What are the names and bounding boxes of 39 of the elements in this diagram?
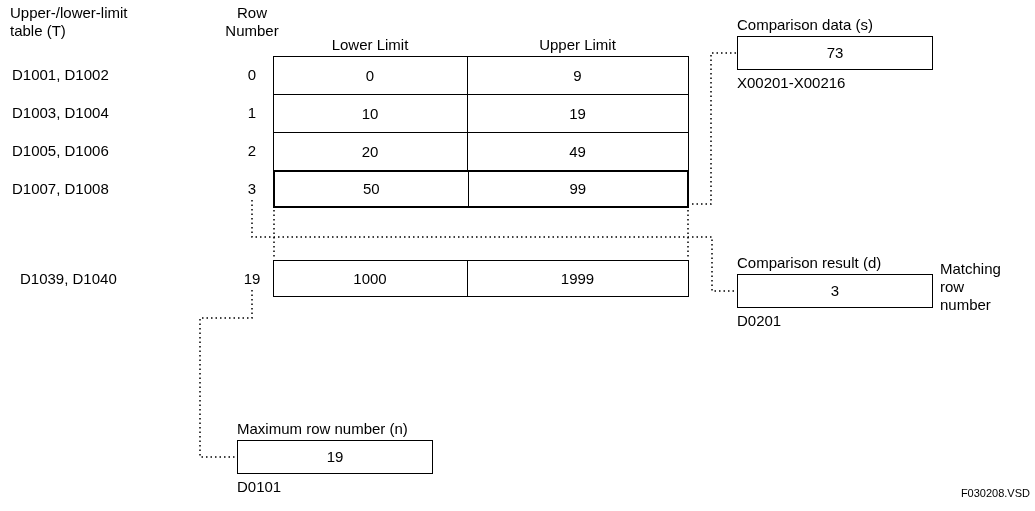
register-address: X00201-X00216 [737,74,846,92]
value-box: 19 [237,440,433,474]
register-address: D1007, D1008 [12,180,110,198]
table-value: 1 [246,104,258,122]
row-number: 3 [237,180,267,198]
table-value: 2 [246,142,258,160]
table-value: 20 [360,143,380,161]
row-number: 19 [237,270,267,288]
table-value: 0 [364,67,376,85]
column-heading: Upper Limit [538,36,617,54]
value-box: 73 [737,36,933,70]
register-address: D1005, D1006 [12,142,110,160]
table-value: 50 [275,172,469,206]
table-value: 10 [360,105,380,123]
box-note: Matching row number [940,260,1002,314]
table-value: 1999 [559,270,596,288]
register-address: D1003, D1004 [12,104,110,122]
box-heading: Maximum row number (n) [237,420,408,438]
table-value: 1000 [352,270,388,288]
column-heading: Row Number [224,4,280,40]
highlighted-row [273,170,689,208]
register-address: D0101 [237,478,282,496]
box-heading: Comparison result (d) [737,254,882,272]
connector-line [251,199,737,292]
table-value: 19 [568,105,587,123]
table-value: 0 [246,66,258,84]
table-value: 49 [568,143,587,161]
register-address: D0201 [737,312,782,330]
table-heading: Upper-/lower-limit table (T) [10,4,129,40]
register-address: D1001, D1002 [12,66,110,84]
register-address: D1039, D1040 [20,270,118,288]
table-value: 9 [572,67,583,85]
table-value: 99 [568,179,588,199]
value-box: 3 [737,274,933,308]
connector-line [690,52,737,205]
box-heading: Comparison data (s) [737,16,873,34]
file-name: F030208.VSD [959,486,1030,501]
column-heading: Lower Limit [330,36,410,54]
connector-line [199,289,253,458]
